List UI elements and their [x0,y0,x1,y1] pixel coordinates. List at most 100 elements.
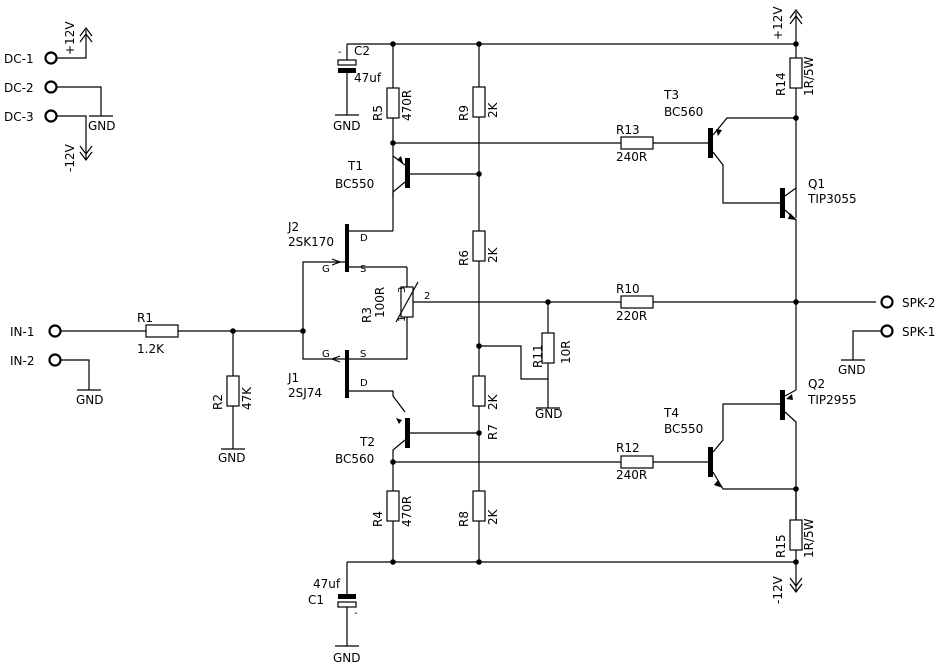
c1-plate-pos [337,601,357,608]
t4-part: BC550 [664,422,703,436]
r4-body[interactable] [386,490,400,522]
r14-name: R14 [774,72,788,96]
r6-value: 2K [486,246,500,263]
minus12v-arrow-icon [79,145,93,161]
pos-rail-label: +12V [771,6,785,40]
j1-pin-g: G [322,349,330,360]
r1-name: R1 [137,311,153,325]
power-input-block: DC-1 DC-2 DC-3 +12V GND -12V [4,21,116,172]
r11-bias-link [479,345,548,380]
resistor-r5: R5 470R [371,44,414,198]
r2-body[interactable] [226,375,240,407]
j1-gate-arrow-icon [330,355,341,363]
q1-emitter-arrow-icon [788,213,797,220]
in2-terminal[interactable] [48,353,62,367]
pos-rail-arrow-icon [789,9,803,25]
r5-body[interactable] [386,87,400,119]
dc3-terminal[interactable] [44,109,58,123]
t1-part: BC550 [335,177,374,191]
resistor-r15: R15 1R/5W [774,489,816,562]
r12-name: R12 [616,441,640,455]
q1-name: Q1 [808,177,825,191]
r12-value: 240R [616,468,647,482]
gate-loop-wire [302,261,345,360]
transistor-t4: T4 BC550 [663,406,796,490]
t4-name: T4 [663,406,679,420]
c2-minus-mark: - [338,47,342,58]
r15-name: R15 [774,534,788,558]
r10-body[interactable] [620,295,654,309]
r3-pin3: 3 [397,287,408,293]
c2-plate-pos [337,59,357,66]
junction-dots [230,41,799,565]
dc1-rail-label: +12V [63,21,77,55]
j1-pin-d: D [360,378,368,389]
t4-emitter-wire [712,471,796,490]
r9-body[interactable] [472,86,486,118]
resistor-r4: R4 470R [371,462,414,562]
r8-name: R8 [457,511,471,527]
junction-dot [476,41,482,47]
r7-body[interactable] [472,375,486,407]
c2-name: C2 [354,44,370,58]
r14-value: 1R/5W [802,56,816,96]
spk1-gnd-label: GND [838,363,866,377]
r1-value: 1.2K [137,342,165,356]
r15-body[interactable] [789,519,803,551]
dc2-label: DC-2 [4,81,34,95]
junction-dot [793,486,799,492]
r13-value: 240R [616,150,647,164]
spk1-terminal[interactable] [880,324,894,338]
jfet-j2: D G S J2 2SK170 [287,220,407,360]
neg-rail-label: -12V [771,575,785,604]
dc2-terminal[interactable] [44,80,58,94]
spk2-label: SPK-2 [902,296,935,310]
in1-terminal[interactable] [48,324,62,338]
c2-value: 47uf [354,71,382,85]
transistor-q1: Q1 TIP3055 [780,177,857,302]
j1-pin-s: S [360,349,366,360]
r8-body[interactable] [472,490,486,522]
r10-value: 220R [616,309,647,323]
junction-dot [390,41,396,47]
r4-value: 470R [400,496,414,527]
r11-body[interactable] [541,332,555,364]
r14-body[interactable] [789,57,803,89]
q1-leads [784,187,797,302]
in2-gnd-label: GND [76,393,104,407]
r11-value: 10R [559,340,573,364]
t1-base-bar [405,158,410,188]
t3-emitter-wire [712,117,796,136]
r1-body[interactable] [145,324,179,338]
r3-leads [349,267,408,360]
dc1-terminal[interactable] [44,51,58,65]
c2-plate-neg [338,68,356,73]
spk1-label: SPK-1 [902,325,935,339]
dc3-rail-label: -12V [63,143,77,172]
capacitor-c2: C2 47uf - GND [333,44,382,133]
r13-name: R13 [616,123,640,137]
j2-pin-s: S [360,264,366,275]
t3-collector-wire [712,151,781,204]
r12-body[interactable] [620,455,654,469]
jfet-j1: G S D J1 2SJ74 [287,349,406,413]
r5-value: 470R [400,90,414,121]
r6-body[interactable] [472,230,486,262]
c1-plate-neg [338,594,356,599]
r2-value: 47K [240,386,254,410]
j2-pin-g: G [322,264,330,275]
r6-name: R6 [457,250,471,266]
transistor-q2: Q2 TIP2955 [712,302,857,520]
in2-wire [61,359,90,390]
in2-label: IN-2 [10,354,34,368]
t3-part: BC560 [664,105,703,119]
t1-leads [392,155,406,231]
r9-value: 2K [486,101,500,118]
in1-label: IN-1 [10,325,34,339]
q2-name: Q2 [808,377,825,391]
dc3-wire [57,115,87,160]
spk2-terminal[interactable] [880,295,894,309]
junction-dot [390,559,396,565]
input-block: IN-1 IN-2 R1 1.2K GND R2 47K GND [10,311,303,465]
r13-body[interactable] [620,136,654,150]
